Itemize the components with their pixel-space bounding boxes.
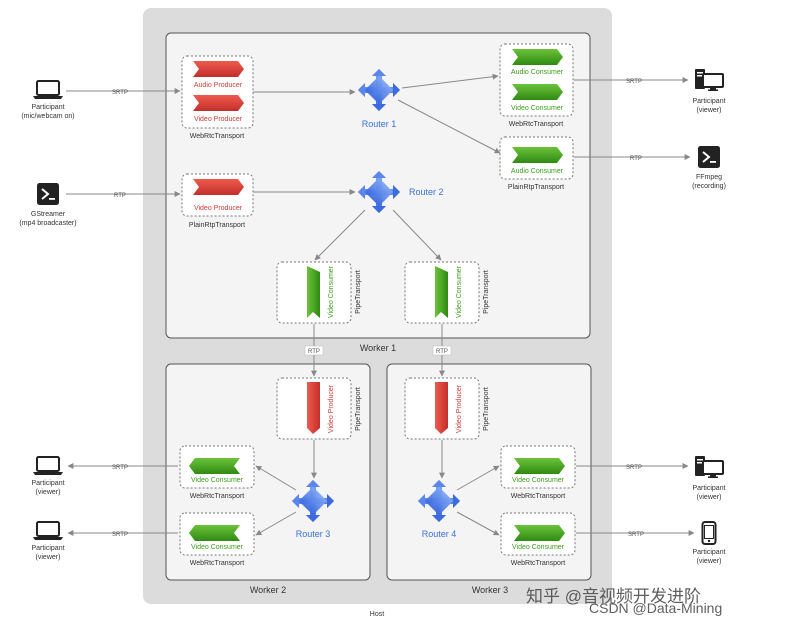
- audio-consumer-chevron-plain: [512, 147, 563, 163]
- srtp-label-w2-top: SRTP: [112, 465, 128, 471]
- ffmpeg-sub: (recording): [692, 183, 726, 190]
- srtp-label-out-1: SRTP: [626, 79, 642, 85]
- terminal-icon-ffmpeg: [697, 145, 721, 169]
- srtp-label-w2-bottom: SRTP: [112, 532, 128, 538]
- participant-viewer-1-label: Participant: [692, 98, 725, 105]
- audio-consumer-label-plain: Audio Consumer: [511, 168, 564, 175]
- rtp-tag-w3-bg: [432, 345, 452, 356]
- participant-viewer-3-sub: (viewer): [36, 554, 61, 561]
- laptop-icon-viewer-3: [32, 521, 64, 541]
- rtp-tag-w3: RTP: [436, 349, 448, 355]
- audio-producer-chevron: [193, 61, 244, 77]
- video-consumer-w3-bottom-chevron: [514, 525, 565, 541]
- gstreamer-label: GStreamer: [31, 211, 66, 218]
- video-consumer-w3-bottom-label: Video Consumer: [512, 544, 565, 551]
- router-1-label: Router 1: [362, 119, 397, 129]
- arrow-router1-to-plain-consumer: [397, 99, 501, 154]
- arrow-router2-to-pipe-right: [392, 209, 442, 261]
- video-producer-vertical-w3-label: Video Producer: [456, 384, 463, 433]
- pipe-transport-w2-label: PipeTransport: [355, 387, 362, 431]
- webrtc-transport-w2-bottom-label: WebRtcTransport: [190, 560, 245, 567]
- srtp-label-w3-top: SRTP: [626, 465, 642, 471]
- video-consumer-chevron: [512, 84, 563, 100]
- participant-viewer-1-sub: (viewer): [697, 107, 722, 114]
- srtp-label-w3-bottom: SRTP: [628, 532, 644, 538]
- worker-2-label: Worker 2: [250, 585, 286, 595]
- video-consumer-vertical-left: [307, 266, 320, 318]
- pipe-transport-w3-label: PipeTransport: [483, 387, 490, 431]
- participant-producer-sub: (mic/webcam on): [21, 113, 74, 120]
- arrow-router4-to-bottom: [456, 511, 500, 536]
- phone-icon: [701, 521, 717, 545]
- video-consumer-vertical-left-label: Video Consumer: [328, 265, 335, 318]
- router-4-label: Router 4: [422, 529, 457, 539]
- watermark-zhihu: 知乎 @音视频开发进阶: [526, 587, 701, 606]
- desktop-icon: [694, 68, 724, 92]
- worker-1-label: Worker 1: [360, 343, 396, 353]
- terminal-icon: [36, 182, 60, 206]
- video-consumer-w2-top-chevron: [189, 458, 240, 474]
- pipe-transport-w1-left-label: PipeTransport: [355, 270, 362, 314]
- video-producer-vertical-w2: [307, 382, 320, 434]
- video-producer-label-plain: Video Producer: [194, 205, 243, 212]
- webrtc-transport-w3-bottom-label: WebRtcTransport: [511, 560, 566, 567]
- participant-producer-label: Participant: [31, 104, 64, 111]
- participant-viewer-5-label: Participant: [692, 549, 725, 556]
- video-producer-chevron: [193, 95, 244, 111]
- video-consumer-vertical-right: [435, 266, 448, 318]
- rtp-tag-w2: RTP: [308, 349, 320, 355]
- laptop-icon: [32, 80, 64, 100]
- plain-transport-consumer-label: PlainRtpTransport: [508, 184, 564, 191]
- plain-transport-label: PlainRtpTransport: [189, 222, 245, 229]
- rtp-tag-w2-bg: [304, 345, 324, 356]
- webrtc-transport-w3-top-label: WebRtcTransport: [511, 493, 566, 500]
- participant-viewer-4-sub: (viewer): [697, 494, 722, 501]
- webrtc-transport-w2-top-label: WebRtcTransport: [190, 493, 245, 500]
- participant-viewer-3-label: Participant: [31, 545, 64, 552]
- video-consumer-w2-bottom-label: Video Consumer: [191, 544, 244, 551]
- video-producer-vertical-w2-label: Video Producer: [328, 384, 335, 433]
- video-consumer-w3-top-chevron: [514, 458, 565, 474]
- participant-viewer-5-sub: (viewer): [697, 558, 722, 565]
- router-3-label: Router 3: [296, 529, 331, 539]
- rtp-label-in: RTP: [114, 193, 126, 199]
- arrow-router3-to-top: [255, 465, 297, 491]
- rtp-label-out: RTP: [630, 156, 642, 162]
- video-consumer-w3-top-label: Video Consumer: [512, 477, 565, 484]
- arrow-router4-to-top: [456, 465, 500, 491]
- audio-consumer-label: Audio Consumer: [511, 69, 564, 76]
- watermark-csdn: CSDN @Data-Mining: [589, 600, 722, 616]
- desktop-icon-viewer-4: [694, 455, 724, 479]
- host-label: Host: [370, 611, 384, 618]
- video-producer-chevron-plain: [193, 179, 244, 195]
- webrtc-transport-consumer-label: WebRtcTransport: [509, 121, 564, 128]
- video-producer-vertical-w3: [435, 382, 448, 434]
- video-consumer-w2-top-label: Video Consumer: [191, 477, 244, 484]
- video-consumer-label: Video Consumer: [511, 105, 564, 112]
- participant-viewer-4-label: Participant: [692, 485, 725, 492]
- video-producer-label: Video Producer: [194, 116, 243, 123]
- participant-viewer-2-sub: (viewer): [36, 489, 61, 496]
- pipe-transport-w1-right-label: PipeTransport: [483, 270, 490, 314]
- participant-viewer-2-label: Participant: [31, 480, 64, 487]
- ffmpeg-label: FFmpeg: [696, 174, 722, 181]
- video-consumer-w2-bottom-chevron: [189, 525, 240, 541]
- gstreamer-sub: (mp4 broadcaster): [19, 220, 76, 227]
- arrow-router3-to-bottom: [255, 511, 297, 536]
- srtp-label-in: SRTP: [112, 90, 128, 96]
- webrtc-transport-label: WebRtcTransport: [190, 133, 245, 140]
- worker-3-label: Worker 3: [472, 585, 508, 595]
- router-2-label: Router 2: [409, 187, 444, 197]
- arrow-router1-to-webrtc-consumer: [401, 73, 499, 89]
- audio-producer-label: Audio Producer: [194, 82, 243, 89]
- arrow-router2-to-pipe-left: [314, 209, 366, 261]
- video-consumer-vertical-right-label: Video Consumer: [456, 265, 463, 318]
- laptop-icon-viewer-2: [32, 456, 64, 476]
- audio-consumer-chevron: [512, 49, 563, 65]
